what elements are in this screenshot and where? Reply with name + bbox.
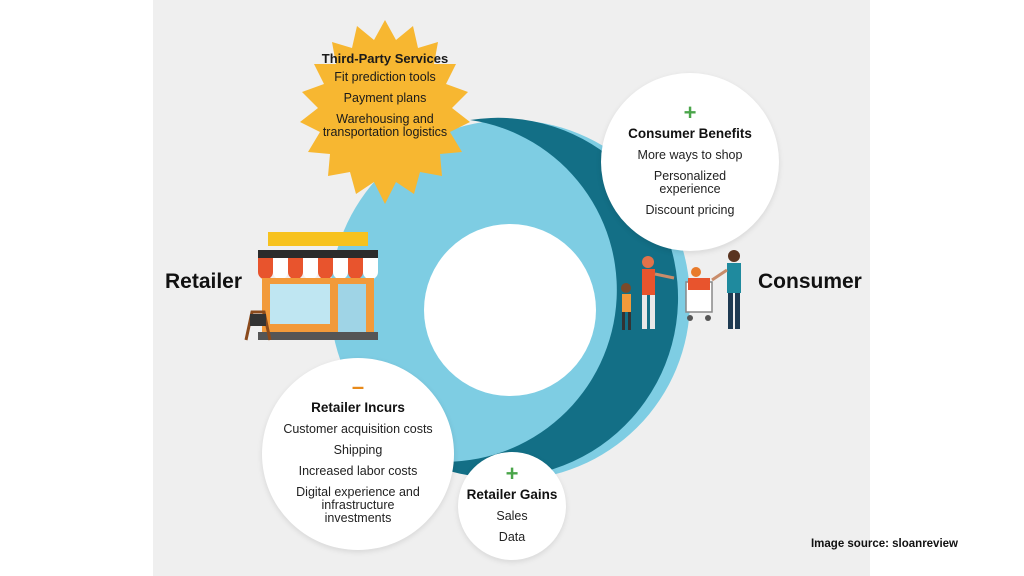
retailer-incurs-title: Retailer Incurs [311, 399, 405, 415]
consumer-benefit-item: Personalized experience [653, 168, 727, 196]
consumer-label: Consumer [758, 270, 862, 293]
consumer-benefit-item: Discount pricing [645, 202, 735, 217]
consumer-benefits-title: Consumer Benefits [628, 125, 752, 141]
image-source-caption: Image source: sloanreview [810, 538, 958, 550]
retailer-cost-item: Customer acquisition costs [283, 421, 433, 436]
retailer-label: Retailer [165, 270, 243, 293]
third-party-title: Third-Party Services [321, 51, 449, 66]
third-party-burst [300, 20, 470, 204]
consumer-benefits-bubble: + Consumer Benefits More ways to shop Pe… [601, 73, 779, 251]
retailer-cost-item: Shipping [333, 442, 383, 457]
third-party-item: Payment plans [343, 91, 427, 105]
retailer-gains-bubble: + Retailer Gains Sales Data [458, 452, 566, 560]
storefront-icon [244, 232, 378, 341]
retailer-gains-title: Retailer Gains [466, 486, 558, 502]
minus-icon: – [351, 373, 365, 399]
third-party-services: Third-Party Services Fit prediction tool… [312, 52, 458, 147]
retailer-cost-item: Increased labor costs [298, 463, 418, 478]
retailer-incurs-bubble: – Retailer Incurs Customer acquisition c… [262, 358, 454, 550]
retailer-gain-item: Sales [496, 508, 528, 523]
plus-icon: + [683, 99, 697, 125]
shoppers-icon [621, 250, 741, 330]
third-party-item: Warehousing and transportation logistics [322, 112, 448, 139]
third-party-item: Fit prediction tools [334, 70, 436, 84]
retailer-cost-item: Digital experience and infrastructure in… [296, 484, 420, 525]
plus-icon: + [505, 460, 519, 486]
retailer-gain-item: Data [498, 529, 526, 544]
consumer-benefit-item: More ways to shop [637, 147, 743, 162]
